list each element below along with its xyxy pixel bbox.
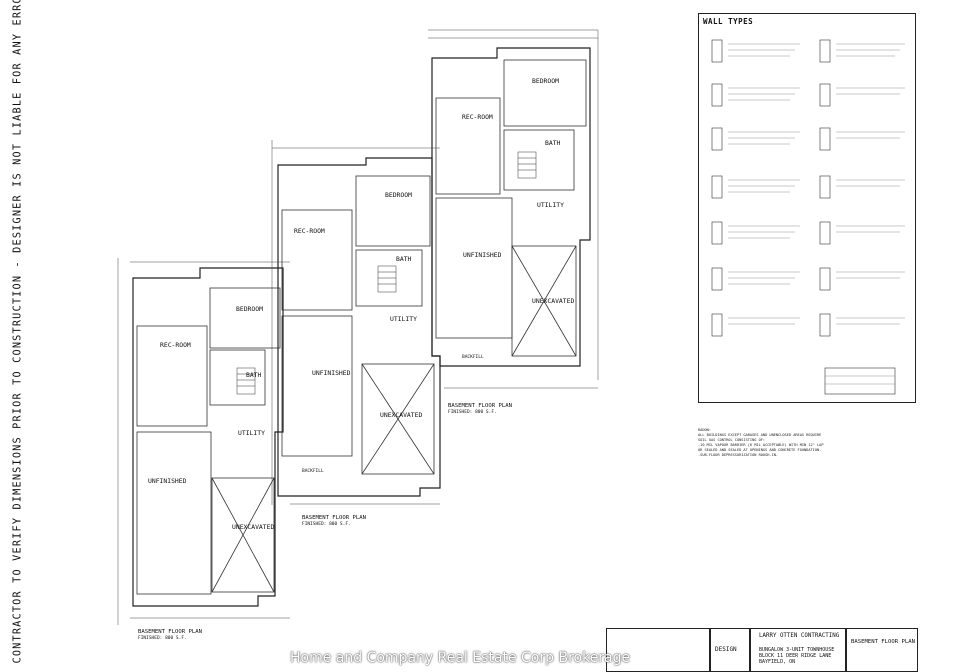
brokerage-watermark: Home and Company Real Estate Corp Broker… xyxy=(290,650,631,666)
designer-logo-text: DESIGN xyxy=(715,646,737,653)
title-block-project: LARRY OTTEN CONTRACTING BUNGALOW 3-UNIT … xyxy=(750,628,846,672)
unit-a-unfinished-label: UNFINISHED xyxy=(148,477,187,485)
unit-b-plan-caption: BASEMENT FLOOR PLAN xyxy=(302,515,366,521)
unit-a-bath-label: BATH xyxy=(246,371,262,379)
unit-b-unexcavated-label: UNEXCAVATED xyxy=(380,411,423,419)
unit-a-plan-caption: BASEMENT FLOOR PLAN xyxy=(138,629,202,635)
unit-b-utility-label: UTILITY xyxy=(390,315,417,323)
company-name: LARRY OTTEN CONTRACTING xyxy=(759,633,840,639)
project-line: BLOCK 11 DEER RIDGE LANE xyxy=(759,653,832,659)
unit-c-unfinished-label: UNFINISHED xyxy=(463,251,502,259)
unit-a-bedroom-label: BEDROOM xyxy=(236,305,263,313)
unit-b-plan-subcaption: FINISHED: 800 S.F. xyxy=(302,522,351,527)
radon-line: -SUB-FLOOR DEPRESSURIZATION ROUGH-IN. xyxy=(698,453,779,457)
unit-a-unexcavated-label: UNEXCAVATED xyxy=(232,523,275,531)
unit-c-bedroom-label: BEDROOM xyxy=(532,77,559,85)
unit-b-unfinished-label: UNFINISHED xyxy=(312,369,351,377)
unit-a-rec-room-label: REC-ROOM xyxy=(160,341,191,349)
title-block-sheet: BASEMENT FLOOR PLAN xyxy=(846,628,918,672)
unit-c-outline xyxy=(431,47,591,367)
unit-c-plan-caption: BASEMENT FLOOR PLAN xyxy=(448,403,512,409)
unit-a-utility-label: UTILITY xyxy=(238,429,265,437)
unit-c-rec-room-label: REC-ROOM xyxy=(462,113,493,121)
unit-c-utility-label: UTILITY xyxy=(537,201,564,209)
unit-b-backfill-label: BACKFILL xyxy=(302,469,324,474)
title-block-logo: DESIGN xyxy=(710,628,750,672)
unit-b-rec-room-label: REC-ROOM xyxy=(294,227,325,235)
radon-line: ALL BUILDINGS EXCEPT GARAGES AND UNENCLO… xyxy=(698,433,822,437)
unit-b-bath-label: BATH xyxy=(396,255,412,263)
project-line: BUNGALOW 3-UNIT TOWNHOUSE xyxy=(759,647,835,653)
unit-c-backfill-label: BACKFILL xyxy=(462,355,484,360)
sheet-title: BASEMENT FLOOR PLAN xyxy=(851,639,915,645)
unit-c-unexcavated-label: UNEXCAVATED xyxy=(532,297,575,305)
radon-line: -10 MIL VAPOUR BARRIER (6 MIL ACCEPTABLE… xyxy=(698,443,824,447)
radon-notes: RADON: ALL BUILDINGS EXCEPT GARAGES AND … xyxy=(698,428,912,458)
unit-a-outline xyxy=(132,267,284,607)
unit-c-plan-subcaption: FINISHED: 800 S.F. xyxy=(448,410,497,415)
wall-types-title: WALL TYPES xyxy=(703,17,754,26)
wall-types-legend: WALL TYPES xyxy=(698,13,916,403)
unit-b-bedroom-label: BEDROOM xyxy=(385,191,412,199)
unit-a-plan-subcaption: FINISHED: 800 S.F. xyxy=(138,636,187,641)
radon-line: OR SEALED AND SEALED AT OPENINGS AND CON… xyxy=(698,448,822,452)
project-line: BAYFIELD, ON xyxy=(759,659,796,665)
radon-heading: RADON: xyxy=(698,428,711,432)
unit-b-outline xyxy=(277,157,441,497)
radon-line: SOIL GAS CONTROL CONSISTING OF: xyxy=(698,438,766,442)
unit-c-bath-label: BATH xyxy=(545,139,561,147)
